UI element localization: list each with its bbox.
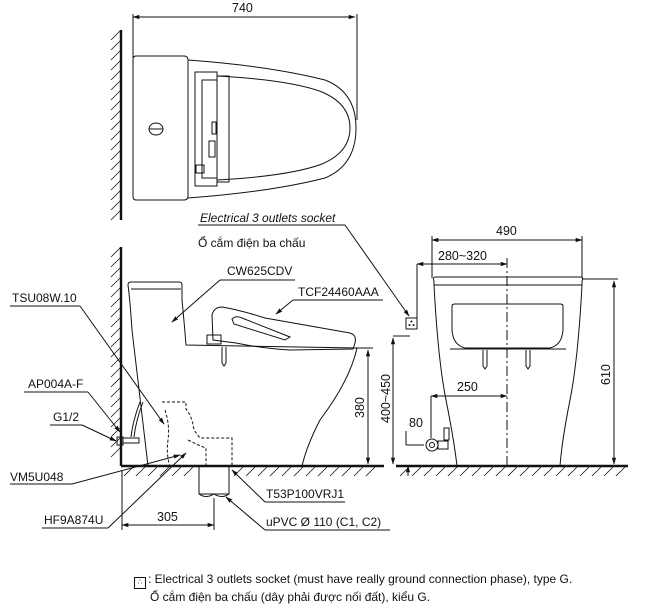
seat-front <box>451 303 564 349</box>
bowl-outline <box>187 59 357 199</box>
seat-lid <box>211 306 356 351</box>
label-socket-en: Electrical 3 outlets socket <box>200 211 336 225</box>
dim-490: 490 <box>496 224 517 238</box>
label-g1-2: G1/2 <box>53 410 79 424</box>
tank-outline <box>132 55 189 201</box>
label-ap004a-f: AP004A-F <box>28 377 83 391</box>
label-cw625cdv: CW625CDV <box>227 264 292 278</box>
label-t53p100vrj1: T53P100VRJ1 <box>266 487 344 501</box>
socket-icon <box>405 317 418 330</box>
drain-pipe <box>198 465 230 495</box>
label-vm5u048: VM5U048 <box>10 470 64 484</box>
front-body-outline <box>432 276 584 467</box>
front-view: 490 280~320 610 250 80 <box>396 224 628 477</box>
seat-unit <box>194 71 218 187</box>
floor-hatch-front <box>399 466 626 477</box>
label-upvc-110: uPVC Ø 110 (C1, C2) <box>266 515 381 529</box>
dim-305: 305 <box>157 510 178 524</box>
wall-hatch <box>110 29 122 221</box>
toilet-body-outline <box>131 281 358 467</box>
bolt <box>221 347 227 367</box>
drain-hidden <box>162 401 233 466</box>
dim-80: 80 <box>409 416 423 430</box>
note-text-en: : Electrical 3 outlets socket (must have… <box>148 572 573 586</box>
note-line-en: ∴: Electrical 3 outlets socket (must hav… <box>134 571 572 589</box>
supply-hose <box>130 401 141 438</box>
dim-280-320: 280~320 <box>438 249 487 263</box>
socket-icon: ∴ <box>134 577 146 589</box>
seat-bracket <box>206 334 222 345</box>
dim-250: 250 <box>457 380 478 394</box>
label-hf9a874u: HF9A874U <box>44 513 103 527</box>
dim-380: 380 <box>353 397 367 418</box>
wall-hatch-side <box>110 246 122 458</box>
label-tcf24460aaa: TCF24460AAA <box>298 285 379 299</box>
dim-610: 610 <box>599 364 613 385</box>
floor-hatch-side <box>123 466 376 477</box>
dim-400-450: 400~450 <box>379 374 393 423</box>
side-view: 380 400~450 305 Electrical 3 outlets soc… <box>10 211 418 531</box>
note-text-vi: Ổ cắm điện ba chấu (dây phải được nối đấ… <box>150 590 431 604</box>
supply-valve-front <box>425 438 439 452</box>
notes-legend: ∴: Electrical 3 outlets socket (must hav… <box>134 571 572 605</box>
label-socket-vi: Ổ cắm điện ba chấu <box>198 235 305 250</box>
dim-740: 740 <box>232 1 253 15</box>
top-view: 740 <box>110 1 358 221</box>
label-tsu08w10: TSU08W.10 <box>12 291 77 305</box>
